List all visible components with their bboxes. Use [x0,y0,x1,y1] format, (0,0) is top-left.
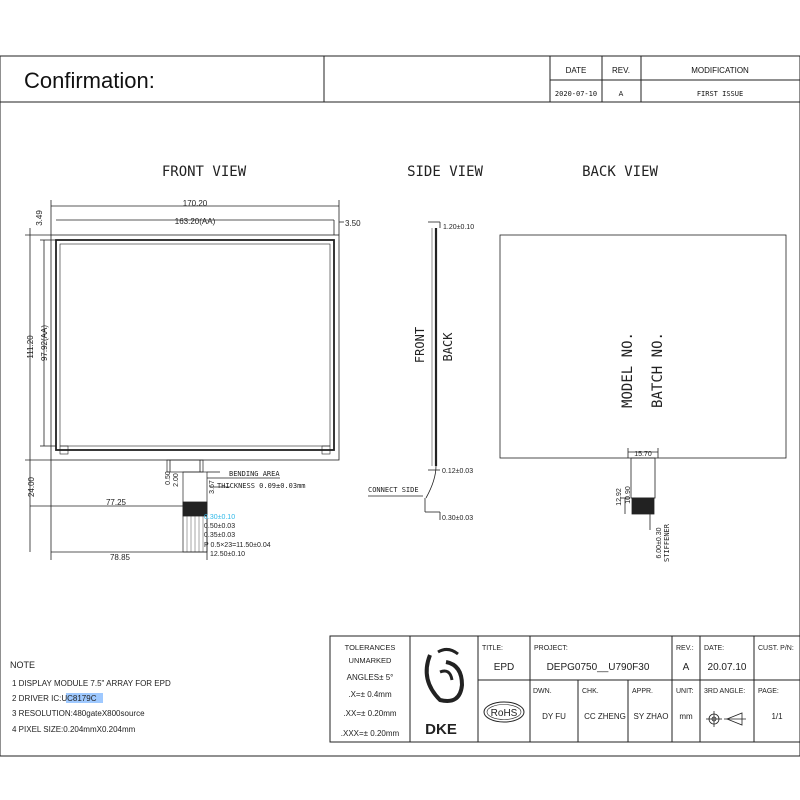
side-view-title: SIDE VIEW [407,164,483,180]
tol-unmarked: UNMARKED [349,656,393,665]
logo-text: DKE [425,721,457,738]
notes-heading: NOTE [10,660,35,670]
tol-heading: TOLERANCES [345,643,396,652]
side-back-label: BACK [441,332,455,362]
dim-stiff-10: 10.90 [625,486,632,504]
label-batch-no: BATCH NO. [650,332,666,408]
page-label: PAGE: [758,688,779,695]
unit-value: mm [679,712,693,721]
dim-fpc-left2: 78.85 [110,553,131,562]
label-connect-side: CONNECT SIDE [368,486,419,494]
chk-value: CC ZHENG [584,712,626,721]
back-view-title: BACK VIEW [582,164,658,180]
front-view-drawing [25,200,344,560]
dim-fpc-050: 0.50 [165,471,172,485]
dim-fpc-200: 2.00 [173,473,180,487]
dim-side-fpc: 0.12±0.03 [442,468,473,475]
unit-label: UNIT: [676,688,694,695]
dim-right-margin: 3.50 [345,219,361,228]
note-2: 2 DRIVER IC:UC8179C [12,694,97,703]
rev-label: REV.: [676,645,694,652]
rohs-badge: RoHS [483,701,525,723]
label-thickness: THICKNESS 0.09±0.03mm [217,482,306,490]
third-angle-projection-icon [706,711,746,727]
dim-pitch: P 0.5×23=11.50±0.04 [204,542,271,549]
label-stiffener: STIFFENER [663,523,671,562]
rev-value: A [683,662,690,673]
dim-fpc-offset: 24.00 [27,476,36,497]
dim-stiff-label: 6.00±0.30 [656,527,663,558]
dim-height-outer: 111.20 [26,335,35,359]
dim-pin-035: 0.35±0.03 [204,532,235,539]
angle-label: 3RD ANGLE: [704,688,745,695]
page-title: Confirmation: [24,68,155,93]
note-2-highlight [66,693,103,703]
tol-xx: .XX=± 0.20mm [343,709,396,718]
rev-date: 2020-07-10 [555,90,597,98]
cust-label: CUST. P/N: [758,645,794,652]
side-view-drawing [368,221,441,520]
appr-label: APPR. [632,688,653,695]
note-1: 1 DISPLAY MODULE 7.5" ARRAY FOR EPD [12,679,171,688]
note-3: 3 RESOLUTION:480gateX800source [12,709,145,718]
front-view-title: FRONT VIEW [162,164,247,180]
rev-header-rev: REV. [612,66,630,75]
appr-value: SY ZHAO [634,712,669,721]
dke-logo [424,647,465,703]
label-bending-area: BENDING AREA [229,470,280,478]
back-view-drawing [499,234,787,530]
page-value: 1/1 [771,712,783,721]
note-4: 4 PIXEL SIZE:0.204mmX0.204mm [12,725,136,734]
rev-modification: FIRST ISSUE [697,90,743,98]
title-value: EPD [494,662,515,673]
dim-width-aa: 163.20(AA) [175,217,216,226]
rohs-text: RoHS [491,708,518,719]
dim-side-tail: 0.30±0.03 [442,515,473,522]
dwn-value: DY FU [542,712,566,721]
tol-x: .X=± 0.4mm [348,690,392,699]
dim-width-outer: 170.20 [183,199,208,208]
date-label: DATE: [704,645,724,652]
chk-label: CHK. [582,688,599,695]
dim-stiff-12: 12.92 [616,488,623,506]
dim-fpc-367: 3.67 [209,480,216,494]
dim-fpc-width: 12.50±0.10 [210,551,245,558]
side-front-label: FRONT [413,327,427,363]
dwn-label: DWN. [533,688,552,695]
title-block-frame [329,635,800,743]
dim-height-aa: 97.92(AA) [40,325,49,361]
sheet-frame [0,55,800,757]
date-value: 20.07.10 [708,662,747,673]
tol-angles: ANGLES± 5° [347,673,394,682]
label-model-no: MODEL NO. [620,332,636,408]
dim-side-thickness: 1.20±0.10 [443,224,474,231]
tol-xxx: .XXX=± 0.20mm [341,729,400,738]
title-label: TITLE: [482,645,503,652]
dim-pin-highlight: 0.30±0.10 [204,514,235,521]
rev-header-mod: MODIFICATION [691,66,749,75]
dim-pin-050: 0.50±0.03 [204,523,235,530]
project-label: PROJECT: [534,645,568,652]
project-value: DEPG0750__U790F30 [547,662,650,673]
rev-header-date: DATE [566,66,587,75]
dim-fpc-left: 77.25 [106,498,127,507]
dim-stiff-width: 15.70 [634,451,652,458]
dim-top-margin: 3.49 [35,210,44,226]
rev-letter: A [619,91,624,98]
